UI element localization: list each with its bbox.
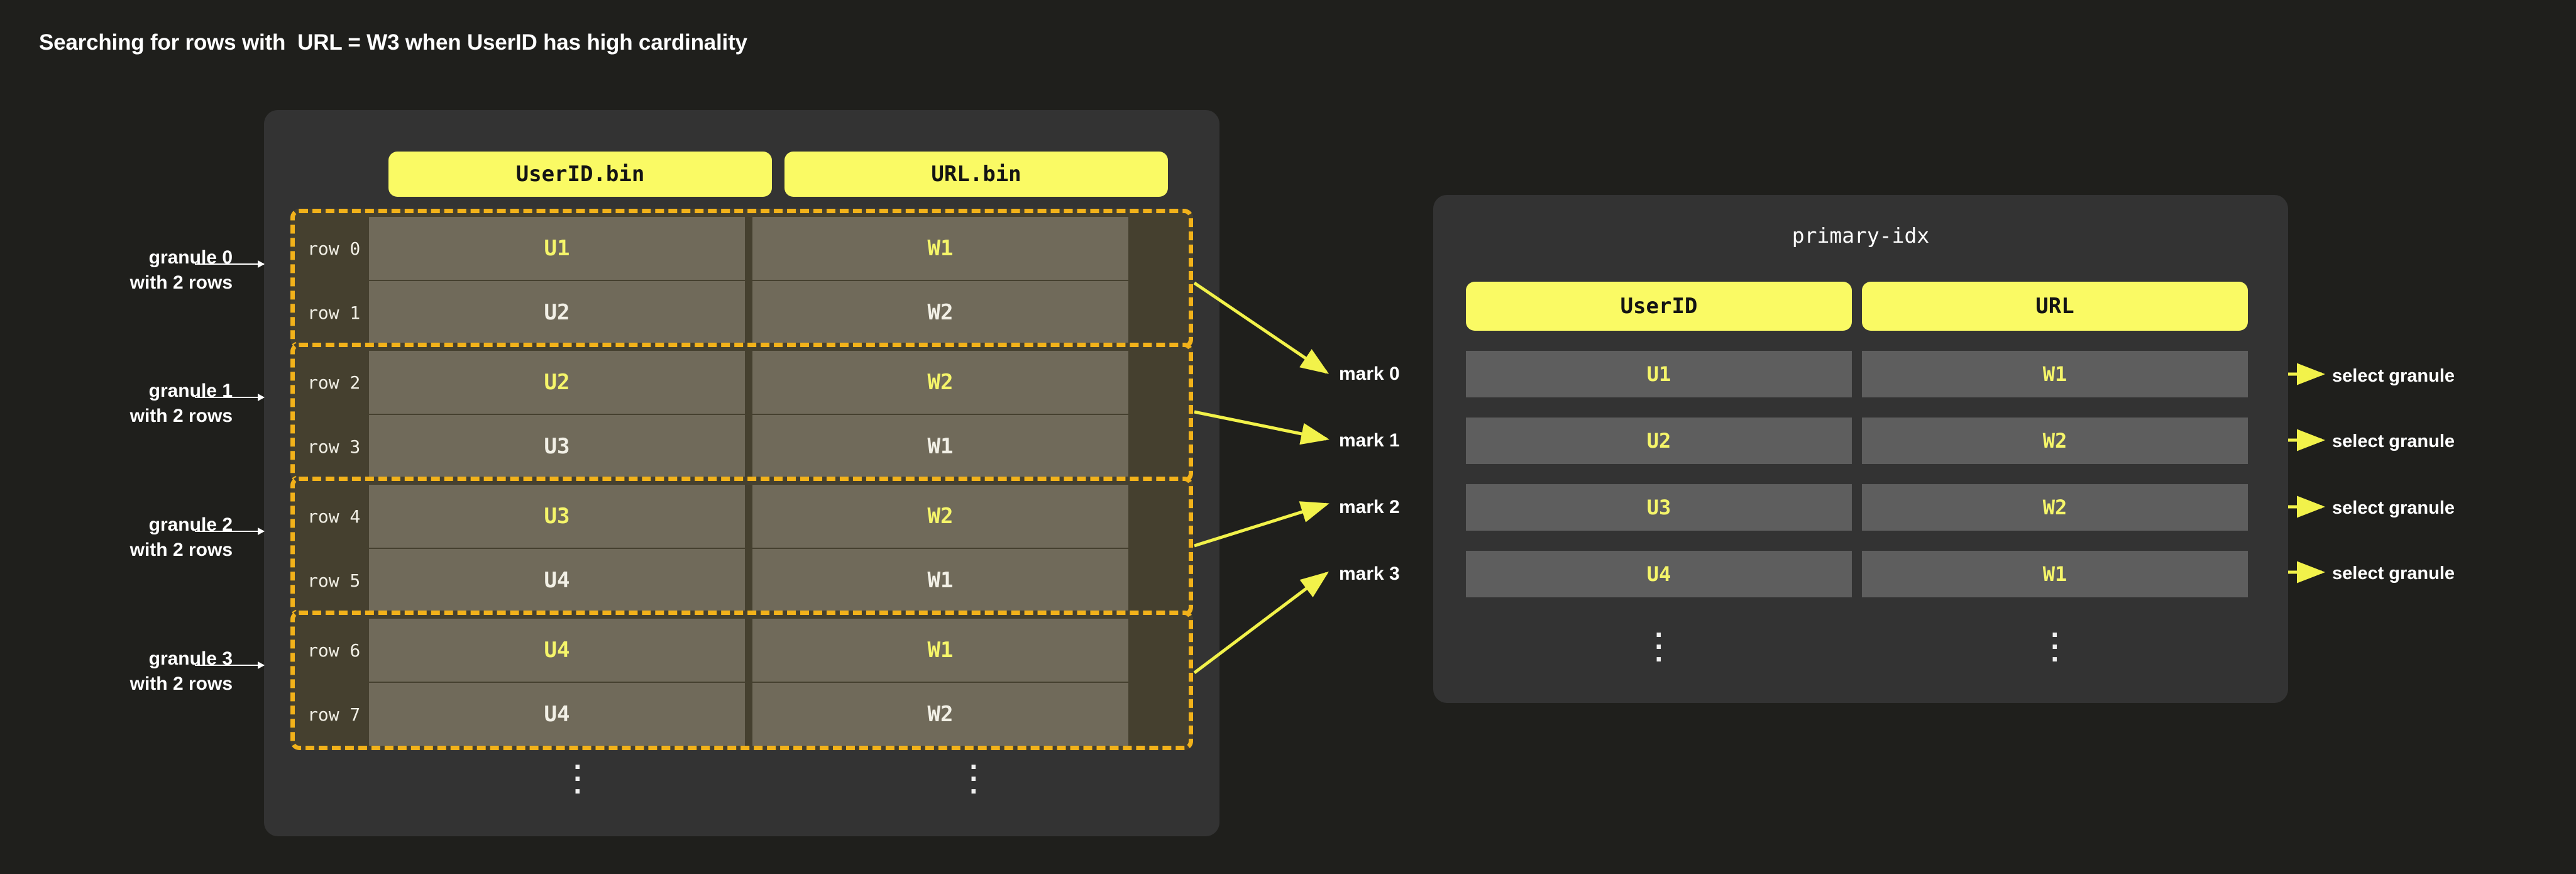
table-row: row 6 U4 W1 [295,619,1189,682]
mark-label-2: mark 2 [1339,497,1400,517]
table-row: row 1 U2 W2 [295,281,1189,344]
cell-userid: U3 [369,485,745,548]
ellipsis-index-userid-column: ··· [1654,618,1665,675]
cell-userid: U2 [369,351,745,414]
granule-label-2: granule 2 with 2 rows [129,514,233,560]
index-cell-userid: U1 [1466,351,1852,397]
granule-box-3[interactable]: row 6 U4 W1 row 7 U4 W2 [290,611,1193,750]
row-label: row 2 [307,372,361,393]
granule-label-3: granule 3 with 2 rows [129,648,233,694]
select-granule-label-0: select granule [2332,366,2455,386]
granule-label-1: granule 1 with 2 rows [129,380,233,426]
index-column-header-url: URL [1862,282,2248,331]
granule-pointer-arrow-1 [195,394,265,401]
select-granule-label-2: select granule [2332,498,2455,518]
granule-pointer-arrow-0 [195,260,265,268]
cell-userid: U3 [369,415,745,478]
mark-label-1: mark 1 [1339,430,1400,451]
page-title: Searching for rows with URL = W3 when Us… [39,30,747,55]
index-row[interactable]: U2 W2 [1466,418,2248,464]
cell-url: W1 [752,415,1128,478]
index-row[interactable]: U1 W1 [1466,351,2248,397]
cell-url: W2 [752,351,1128,414]
granule-box-1[interactable]: row 2 U2 W2 row 3 U3 W1 [290,343,1193,482]
granule-box-2[interactable]: row 4 U3 W2 row 5 U4 W1 [290,477,1193,616]
cell-url: W2 [752,281,1128,344]
cell-url: W1 [752,619,1128,682]
cell-url: W2 [752,683,1128,746]
row-label: row 4 [307,506,361,527]
cell-url: W1 [752,217,1128,280]
table-row: row 0 U1 W1 [295,217,1189,280]
table-row: row 5 U4 W1 [295,549,1189,612]
cell-userid: U4 [369,683,745,746]
index-cell-url: W2 [1862,484,2248,531]
cell-url: W2 [752,485,1128,548]
index-cell-url: W1 [1862,551,2248,597]
mark-label-0: mark 0 [1339,363,1400,384]
index-cell-url: W2 [1862,418,2248,464]
row-label: row 0 [307,238,361,259]
ellipsis-url-column: ··· [969,750,979,807]
table-row: row 7 U4 W2 [295,683,1189,746]
granule-pointer-arrow-2 [195,528,265,535]
ellipsis-userid-column: ··· [573,750,583,807]
ellipsis-index-url-column: ··· [2050,618,2061,675]
cell-userid: U1 [369,217,745,280]
index-row[interactable]: U3 W2 [1466,484,2248,531]
granule-label-0: granule 0 with 2 rows [129,247,233,293]
granule-box-0[interactable]: row 0 U1 W1 row 1 U2 W2 [290,209,1193,348]
row-label: row 7 [307,704,361,725]
row-label: row 6 [307,639,361,661]
index-cell-url: W1 [1862,351,2248,397]
cell-userid: U4 [369,619,745,682]
cell-url: W1 [752,549,1128,612]
granule-pointer-arrow-3 [195,661,265,669]
mark-label-3: mark 3 [1339,563,1400,584]
row-label: row 1 [307,302,361,323]
row-label: row 3 [307,436,361,457]
index-row[interactable]: U4 W1 [1466,551,2248,597]
cell-userid: U2 [369,281,745,344]
row-label: row 5 [307,570,361,591]
column-header-url-bin: URL.bin [784,152,1168,197]
table-row: row 4 U3 W2 [295,485,1189,548]
index-cell-userid: U2 [1466,418,1852,464]
index-cell-userid: U3 [1466,484,1852,531]
column-header-userid-bin: UserID.bin [388,152,772,197]
table-row: row 2 U2 W2 [295,351,1189,414]
primary-index-title: primary-idx [1792,223,1930,248]
index-column-header-userid: UserID [1466,282,1852,331]
select-granule-label-1: select granule [2332,431,2455,451]
index-cell-userid: U4 [1466,551,1852,597]
select-granule-label-3: select granule [2332,563,2455,584]
cell-userid: U4 [369,549,745,612]
table-row: row 3 U3 W1 [295,415,1189,478]
